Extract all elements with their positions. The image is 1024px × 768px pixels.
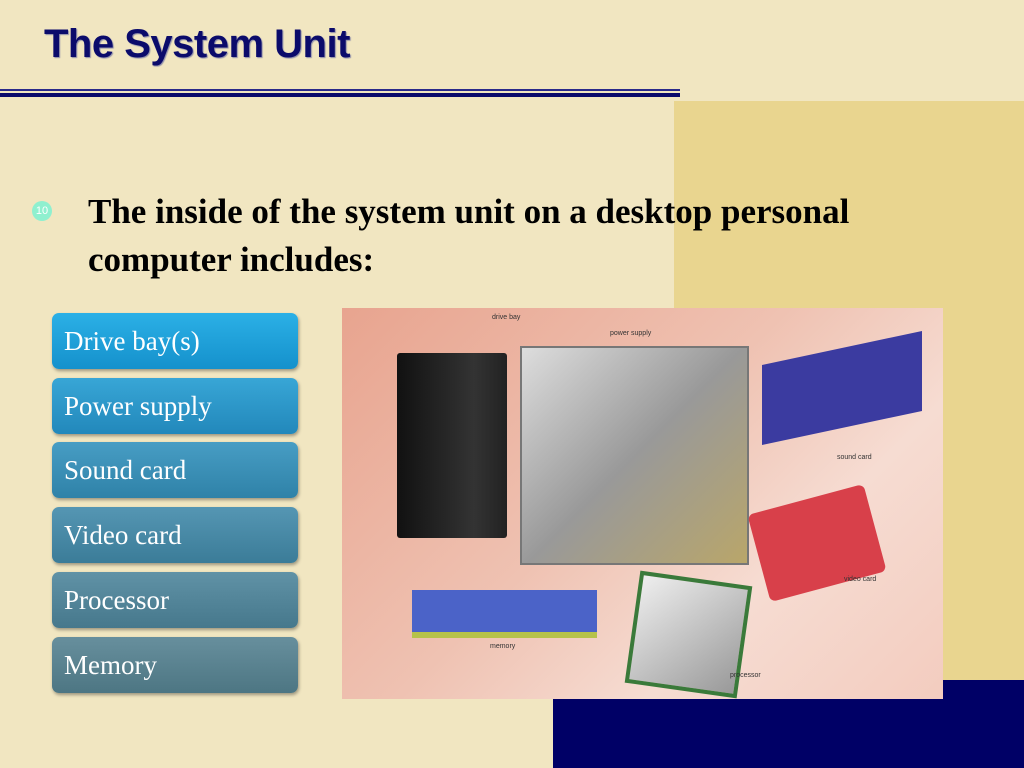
label-memory: memory [490, 643, 516, 650]
label-sound-card: sound card [837, 454, 872, 461]
item-sound-card: Sound card [52, 442, 298, 498]
label-drive-bay: drive bay [492, 314, 521, 321]
item-power-supply: Power supply [52, 378, 298, 434]
video-card-image [747, 484, 887, 602]
sound-card-image [762, 330, 922, 446]
title-divider-thin [0, 89, 680, 91]
pc-tower-image [397, 353, 507, 538]
slide-title: The System Unit [44, 22, 350, 66]
label-processor: processor [730, 672, 761, 679]
lead-text: The inside of the system unit on a deskt… [88, 192, 850, 279]
label-power-supply: power supply [610, 330, 652, 337]
title-divider-thick [0, 93, 680, 97]
open-case-image [520, 346, 749, 565]
memory-image [412, 590, 597, 638]
processor-image [624, 570, 753, 699]
item-memory: Memory [52, 637, 298, 693]
label-video-card: video card [844, 576, 877, 583]
item-drive-bays: Drive bay(s) [52, 313, 298, 369]
item-video-card: Video card [52, 507, 298, 563]
bullet-number-icon: 10 [32, 201, 52, 221]
item-processor: Processor [52, 572, 298, 628]
system-unit-figure: drive bay power supply sound card video … [342, 308, 943, 699]
